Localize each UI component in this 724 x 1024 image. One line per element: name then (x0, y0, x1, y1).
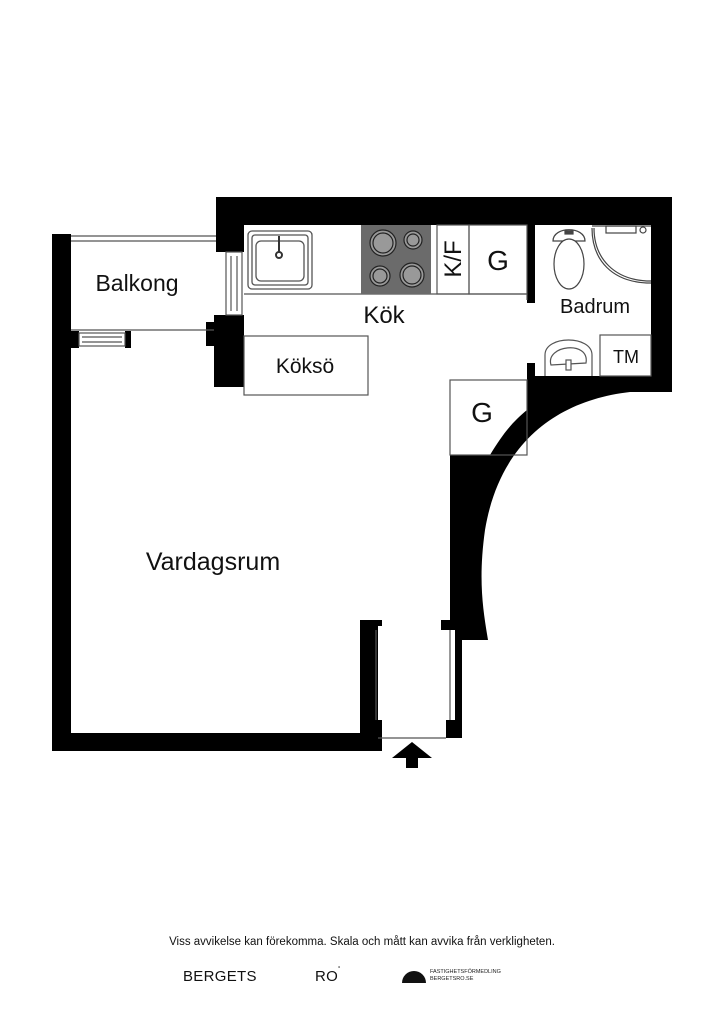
washbasin-icon (544, 339, 593, 376)
brand-bergets: BERGETS (183, 968, 257, 985)
dome-logo-icon (402, 971, 426, 983)
brand-ro: RO˚ (315, 967, 341, 985)
disclaimer-text: Viss avvikelse kan förekomma. Skala och … (169, 936, 555, 948)
footer-brands: BERGETS RO˚ FASTIGHETSFÖRMEDLING BERGETS… (0, 966, 724, 990)
sink-icon (247, 230, 313, 290)
arrow-up-icon (392, 742, 432, 768)
room-label-vardagsrum: Vardagsrum (146, 548, 280, 576)
outlines (71, 224, 652, 739)
label-g-kitchen: G (487, 245, 509, 276)
brand-ro-text: RO (315, 968, 339, 985)
label-tm: TM (613, 347, 639, 367)
room-label-balkong: Balkong (95, 270, 178, 296)
room-label-kokso: Köksö (276, 355, 334, 378)
walls (52, 197, 672, 751)
label-g-hall: G (471, 397, 493, 428)
agency-logo: FASTIGHETSFÖRMEDLING BERGETSRO.SE (402, 967, 532, 987)
brand-ro-mark: ˚ (338, 967, 341, 974)
logo-text: FASTIGHETSFÖRMEDLING BERGETSRO.SE (430, 969, 501, 982)
label-kf: K/F (440, 240, 467, 277)
room-label-kok: Kök (363, 302, 405, 329)
logo-line-1: FASTIGHETSFÖRMEDLING (430, 969, 501, 975)
room-label-badrum: Badrum (560, 296, 630, 318)
stove-icon (361, 225, 431, 294)
logo-line-2: BERGETSRO.SE (430, 975, 474, 982)
toilet-icon (552, 229, 586, 290)
shower-icon (591, 225, 652, 284)
